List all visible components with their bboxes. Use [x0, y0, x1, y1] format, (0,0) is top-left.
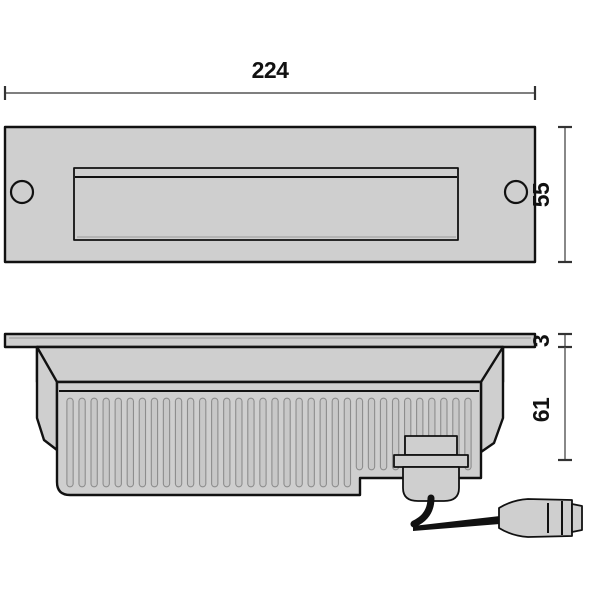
cooling-fin: [464, 397, 472, 471]
dimension-height-55: 55: [528, 125, 572, 264]
cooling-fin: [138, 397, 147, 488]
cooling-fin: [66, 397, 74, 488]
cooling-fin: [379, 397, 388, 471]
cooling-fin: [355, 397, 364, 471]
cooling-fin: [114, 397, 122, 488]
gland-nut: [393, 454, 469, 468]
cooling-fin: [259, 397, 267, 488]
cooling-fin: [174, 397, 183, 488]
cooling-fin: [211, 397, 219, 488]
cable-run: [413, 516, 500, 531]
cooling-fin: [102, 397, 110, 488]
dimension-label-flange: 3: [528, 335, 554, 347]
cooling-fin: [235, 397, 243, 488]
front-view: [3, 125, 537, 264]
cooling-fin: [78, 397, 86, 488]
cooling-fin: [198, 397, 207, 488]
cooling-fin: [223, 397, 231, 488]
cooling-fin: [295, 397, 303, 488]
cooling-fin: [90, 397, 98, 488]
cooling-fin: [126, 397, 135, 488]
cooling-fin: [319, 397, 327, 488]
mounting-hole-left: [9, 179, 35, 205]
dimension-label-height: 55: [528, 182, 554, 207]
cooling-fin: [283, 397, 291, 488]
cooling-fin: [186, 397, 195, 488]
cable-gland: [393, 435, 469, 502]
cooling-fin: [162, 397, 171, 488]
connector-body: [498, 498, 573, 538]
connector-plug: [498, 498, 583, 538]
connector-tip: [571, 503, 583, 533]
cable-lead: [410, 494, 435, 528]
light-window-face: [76, 179, 456, 238]
mounting-hole-right: [503, 179, 529, 205]
cooling-fin: [331, 397, 340, 488]
dimension-label-width: 224: [252, 57, 290, 83]
cooling-fin: [343, 397, 352, 488]
gland-collar: [404, 435, 458, 456]
dimension-label-depth: 61: [528, 397, 554, 422]
dimension-width-224: 224: [3, 57, 537, 100]
gland-dome: [402, 466, 460, 502]
cooling-fin: [247, 397, 255, 488]
side-view: [3, 332, 583, 538]
cooling-fin: [307, 397, 315, 488]
flange-outline: [3, 332, 537, 349]
cooling-fin: [150, 397, 159, 488]
dimension-flange-3: 3: [528, 332, 572, 349]
housing-upper-block: [35, 345, 505, 384]
dimension-depth-61: 61: [528, 347, 572, 462]
cooling-fin: [367, 397, 376, 471]
cooling-fin-group: [66, 397, 472, 488]
cooling-fin: [271, 397, 279, 488]
